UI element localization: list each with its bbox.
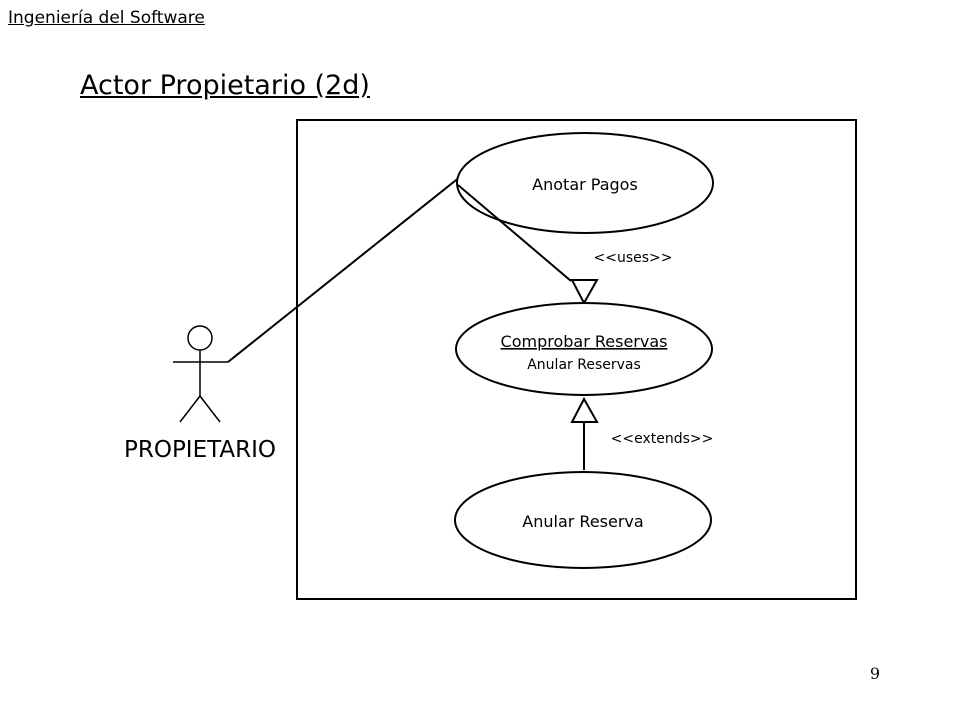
- system-boundary: [296, 119, 857, 600]
- actor-left-leg: [179, 395, 201, 423]
- uses-line: [457, 184, 572, 282]
- use-case-anotar-pagos-label: Anotar Pagos: [532, 175, 638, 194]
- actor-head: [187, 325, 213, 351]
- actor-figure: [173, 325, 228, 423]
- uses-arrowhead: [570, 279, 599, 306]
- page-number: 9: [869, 664, 880, 683]
- uses-label: <<uses>>: [594, 250, 673, 266]
- use-case-comprobar-reservas-sublabel: Anular Reservas: [527, 357, 641, 373]
- use-case-anular-reserva-label: Anular Reserva: [522, 512, 643, 531]
- use-case-comprobar-reservas: [455, 302, 713, 396]
- extends-label: <<extends>>: [611, 431, 714, 447]
- association-line: [227, 152, 491, 363]
- course-title: Ingeniería del Software: [8, 8, 205, 28]
- actor-right-leg: [199, 395, 221, 423]
- slide-title: Actor Propietario (2d): [80, 70, 370, 101]
- use-case-anular-reserva: [454, 471, 712, 569]
- actor-label: PROPIETARIO: [124, 437, 276, 463]
- use-case-comprobar-reservas-label: Comprobar Reservas: [501, 332, 668, 351]
- extends-arrowhead: [570, 396, 599, 423]
- use-case-anotar-pagos: [456, 132, 714, 234]
